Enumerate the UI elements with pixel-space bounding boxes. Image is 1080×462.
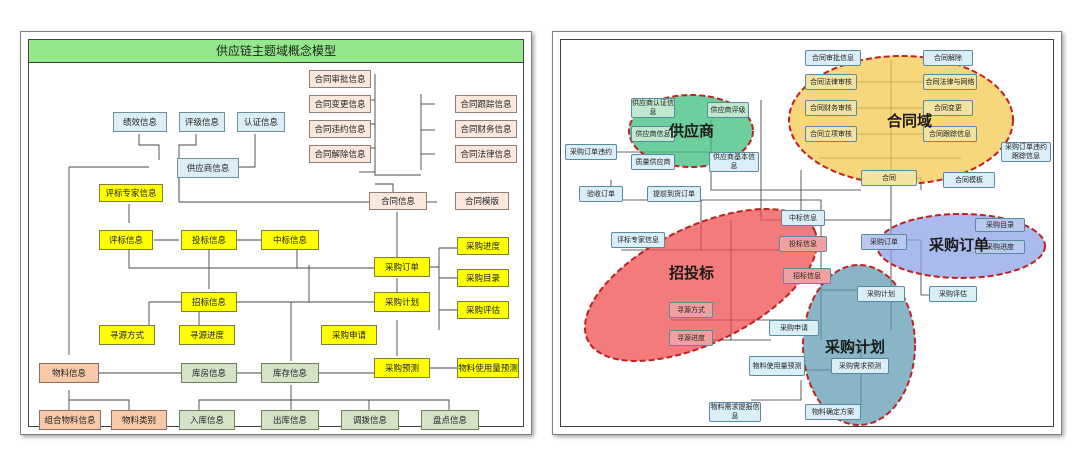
r-node-contract-finance-review: 合同财务审核 — [805, 100, 857, 116]
node-transfer-info: 调拨信息 — [341, 410, 399, 430]
r-node-sourcing-progress: 寻源进度 — [669, 330, 713, 346]
r-node-breach-tracking: 采购订单违约跟踪信息 — [1001, 142, 1051, 162]
right-diagram-panel: 合同审批信息 合同解除 合同法律审核 合同法律与网络 合同财务审核 合同变更 合… — [552, 31, 1062, 435]
domain-purchase-plan-ellipse — [802, 264, 916, 426]
node-contract-change: 合同变更信息 — [309, 95, 371, 113]
r-node-contract-legal-review: 合同法律审核 — [805, 74, 857, 90]
r-node-contract-project-review: 合同立项审核 — [805, 126, 857, 142]
node-bid-award: 中标信息 — [261, 230, 319, 250]
node-purchase-forecast: 采购预测 — [374, 358, 430, 378]
right-diagram-frame: 合同审批信息 合同解除 合同法律审核 合同法律与网络 合同财务审核 合同变更 合… — [560, 39, 1054, 427]
node-performance-info: 绩效信息 — [113, 112, 167, 132]
node-bid-expert: 评标专家信息 — [99, 184, 163, 202]
r-node-sourcing-method: 寻源方式 — [669, 302, 713, 318]
node-certification-info: 认证信息 — [237, 112, 285, 132]
domain-label-purchase-order: 采购订单 — [929, 236, 990, 254]
r-node-contract-template: 合同模板 — [943, 172, 995, 188]
node-purchase-catalog: 采购目录 — [457, 269, 509, 287]
node-purchase-plan: 采购计划 — [374, 292, 430, 312]
r-node-purchase-request: 采购申请 — [769, 320, 819, 336]
node-contract-breach: 合同违约信息 — [309, 120, 371, 138]
node-inbound-info: 入库信息 — [179, 410, 235, 430]
node-material-category: 物料类别 — [111, 410, 167, 430]
node-contract-info: 合同信息 — [369, 192, 427, 210]
node-tender-info: 招标信息 — [181, 292, 237, 312]
r-node-order-breach: 采购订单违约 — [565, 144, 617, 160]
domain-bidding-ellipse — [583, 208, 819, 362]
node-purchase-progress: 采购进度 — [457, 237, 509, 255]
node-contract-template: 合同模版 — [455, 192, 509, 210]
r-node-supplier-rating: 供应商评级 — [707, 102, 749, 118]
node-purchase-evaluation: 采购评估 — [457, 301, 509, 319]
r-node-contract-approval: 合同审批信息 — [805, 50, 861, 66]
r-node-contract-termination: 合同解除 — [923, 50, 973, 66]
r-node-bid-info: 投标信息 — [779, 236, 827, 252]
r-node-award-info: 中标信息 — [781, 210, 825, 226]
domain-label-contract: 合同域 — [887, 112, 933, 130]
node-combined-material: 组合物料信息 — [39, 410, 101, 430]
r-node-acceptance-order: 验收订单 — [579, 186, 623, 202]
node-contract-termination: 合同解除信息 — [309, 145, 371, 163]
r-node-contract-change: 合同变更 — [923, 100, 973, 116]
node-warehouse-info: 库房信息 — [181, 363, 237, 383]
node-contract-approval: 合同审批信息 — [309, 70, 371, 88]
r-node-material-demand: 物料需求提报信息 — [709, 402, 761, 422]
r-node-advance-delivery-order: 提前到货订单 — [647, 186, 701, 202]
r-node-expert-info: 评标专家信息 — [611, 232, 665, 248]
diagram-title: 供应链主题域概念模型 — [29, 40, 523, 63]
node-rating-info: 评级信息 — [179, 112, 225, 132]
node-inventory-info: 库存信息 — [261, 363, 319, 383]
r-node-purchase-order: 采购订单 — [861, 234, 907, 250]
left-diagram-frame: 供应链主题域概念模型 — [28, 39, 524, 430]
r-node-supplier-basic: 供应商基本信息 — [709, 152, 759, 172]
node-purchase-order: 采购订单 — [374, 257, 430, 277]
node-stocktake-info: 盘点信息 — [421, 410, 479, 430]
domain-label-bidding: 招投标 — [669, 264, 715, 282]
node-purchase-request: 采购申请 — [321, 325, 377, 345]
node-contract-tracking: 合同跟踪信息 — [455, 95, 517, 113]
node-contract-finance: 合同财务信息 — [455, 120, 517, 138]
r-node-supplier-info: 供应商信息 — [631, 126, 675, 142]
r-node-contract-tracking: 合同跟踪信息 — [923, 126, 977, 142]
r-node-purchase-evaluation: 采购评估 — [929, 286, 977, 302]
node-contract-legal: 合同法律信息 — [455, 145, 517, 163]
node-material-info: 物料信息 — [39, 363, 99, 383]
domain-label-supplier: 供应商 — [669, 122, 715, 140]
r-node-supplier-certification: 供应商认证信息 — [631, 98, 675, 118]
r-node-purchase-plan: 采购计划 — [857, 286, 905, 302]
r-node-quality-supplier: 质量供应商 — [631, 154, 675, 170]
node-supplier-info: 供应商信息 — [177, 158, 239, 178]
r-node-contract-legal-network: 合同法律与网络 — [923, 74, 977, 90]
r-node-demand-forecast: 采购需求预测 — [831, 358, 889, 374]
node-bid-submission: 投标信息 — [181, 230, 237, 250]
node-sourcing-progress: 寻源进度 — [179, 325, 235, 345]
r-node-contract: 合同 — [861, 170, 917, 186]
r-node-purchase-catalog: 采购目录 — [975, 218, 1025, 232]
node-outbound-info: 出库信息 — [261, 410, 319, 430]
r-node-usage-forecast: 物料使用量预测 — [749, 356, 805, 376]
node-material-usage-forecast: 物料使用量预测 — [457, 358, 519, 378]
domain-label-purchase-plan: 采购计划 — [825, 338, 886, 356]
node-sourcing-method: 寻源方式 — [99, 325, 155, 345]
r-node-purchase-progress: 采购进度 — [975, 240, 1025, 254]
node-bid-evaluation: 评标信息 — [99, 230, 153, 250]
left-diagram-panel: 供应链主题域概念模型 — [20, 31, 532, 435]
r-node-material-plan: 物料确定方案 — [805, 404, 861, 420]
r-node-tender-info: 招标信息 — [783, 268, 831, 284]
